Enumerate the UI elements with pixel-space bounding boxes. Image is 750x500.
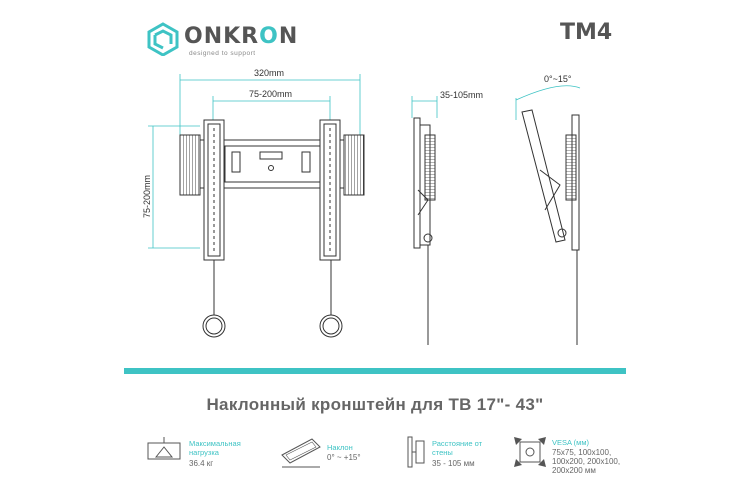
tilt-label: 0°~15° xyxy=(544,74,572,84)
front-view-dimensions xyxy=(148,74,361,249)
distance-label: 35-105mm xyxy=(440,90,483,100)
technical-drawing: 320mm 75-200mm 75-200mm 35-105mm xyxy=(142,68,581,345)
tilt-icon xyxy=(281,438,321,468)
spec-vesa: VESA (мм) 75x75, 100x100, 100x200, 200x1… xyxy=(512,435,622,485)
height-vesa-label: 75-200mm xyxy=(142,175,152,218)
model-name: TM4 xyxy=(560,20,613,45)
spec-max-load: Максимальная нагрузка 36.4 кг xyxy=(146,435,286,485)
cube-logo-icon xyxy=(147,22,179,56)
width-vesa-label: 75-200mm xyxy=(249,89,292,99)
tilt-view-dimensions xyxy=(515,85,581,120)
spec-label: Наклон xyxy=(327,443,353,452)
accent-divider xyxy=(124,368,626,374)
brand-logo: ONKRON designed to support xyxy=(146,20,299,60)
spec-label: Максимальная нагрузка xyxy=(189,439,241,457)
brand-name: ONKRON xyxy=(184,24,299,49)
spec-value: 75x75, 100x100, 100x200, 200x100, 200x20… xyxy=(552,448,621,475)
spec-tilt: Наклон 0° ~ +15° xyxy=(280,435,400,485)
bracket-tilt-view xyxy=(521,109,580,345)
width-total-label: 320mm xyxy=(254,68,284,78)
load-icon xyxy=(147,437,181,460)
vesa-icon xyxy=(514,437,546,467)
product-title: Наклонный кронштейн для ТВ 17"- 43" xyxy=(206,395,544,414)
spec-wall-distance: Расстояние от стены 35 - 105 мм xyxy=(406,435,516,485)
spec-value: 36.4 кг xyxy=(189,459,214,468)
side-view-dimensions xyxy=(411,96,438,118)
bracket-front-view xyxy=(179,119,365,338)
spec-label: Расстояние от стены xyxy=(432,439,483,457)
bracket-side-view xyxy=(413,117,436,345)
wall-distance-icon xyxy=(407,436,425,468)
brand-tagline: designed to support xyxy=(189,50,256,57)
spec-value: 0° ~ +15° xyxy=(327,453,361,462)
spec-label: VESA (мм) xyxy=(552,438,589,447)
spec-value: 35 - 105 мм xyxy=(432,459,475,468)
